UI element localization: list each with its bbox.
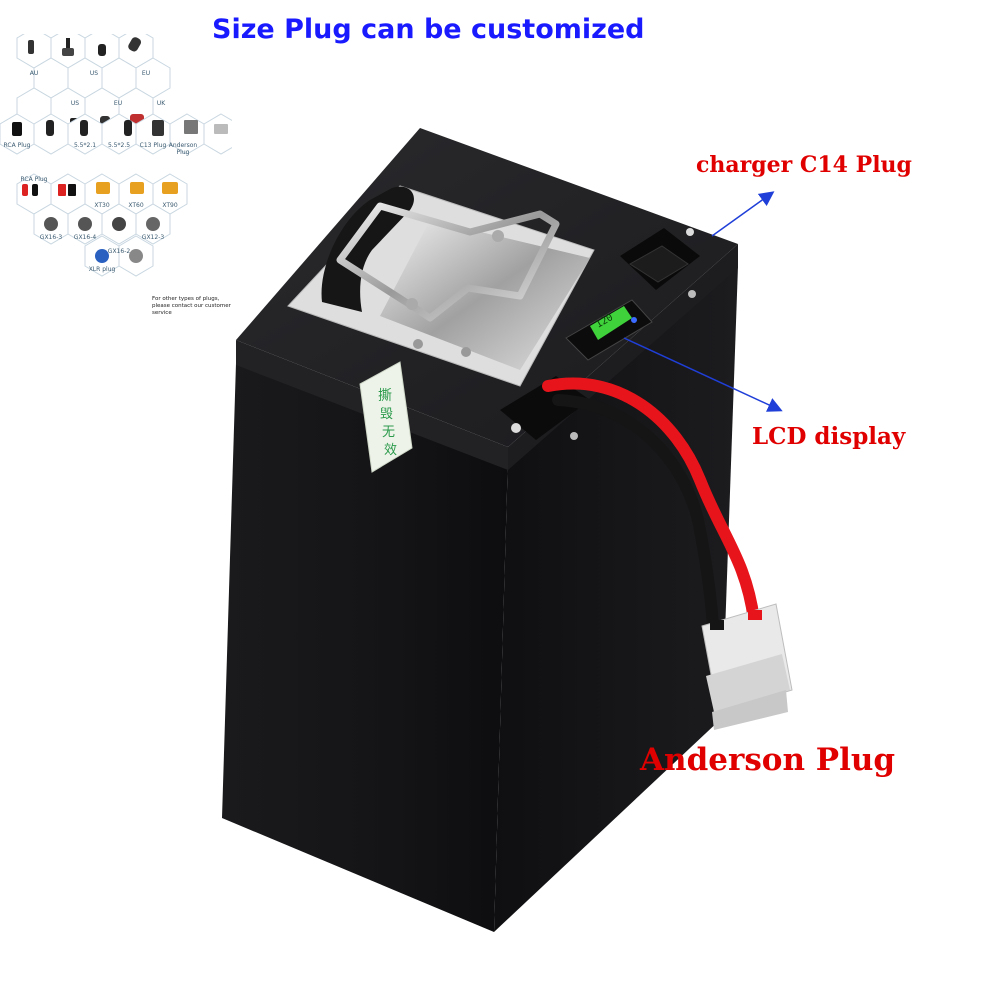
gx-connector-row bbox=[33, 203, 171, 277]
arrow-icon bbox=[623, 337, 783, 412]
anderson-plug-callout: Anderson Plug bbox=[640, 742, 896, 778]
charger-plug-callout: charger C14 Plug bbox=[696, 152, 912, 178]
seal-char: 无 bbox=[382, 425, 395, 440]
connector-row bbox=[16, 173, 188, 215]
seal-char: 毁 bbox=[380, 407, 393, 422]
plug-options-chart: For other types of plugs, please contact… bbox=[0, 27, 239, 316]
arrow-icon bbox=[711, 191, 775, 237]
plug-chart-note: For other types of plugs, please contact… bbox=[152, 296, 231, 316]
anderson-plug-icon bbox=[701, 603, 793, 730]
seal-char: 效 bbox=[384, 443, 397, 458]
headline: Size Plug can be customized bbox=[212, 14, 645, 45]
seal-label: 撕 毁 无 效 bbox=[359, 361, 413, 473]
red-cable bbox=[542, 377, 760, 626]
black-cable bbox=[552, 394, 720, 646]
c14-socket-icon bbox=[620, 228, 700, 298]
seal-char: 撕 bbox=[378, 388, 392, 404]
dc-plug-row bbox=[0, 113, 239, 155]
plug-chart-icon bbox=[0, 27, 239, 277]
battery-front-face bbox=[222, 363, 508, 932]
lcd-meter-icon: 120 bbox=[565, 299, 653, 361]
handle-icon bbox=[321, 186, 560, 357]
lcd-display-callout: LCD display bbox=[752, 423, 906, 450]
cable-gland-icon bbox=[500, 376, 590, 440]
